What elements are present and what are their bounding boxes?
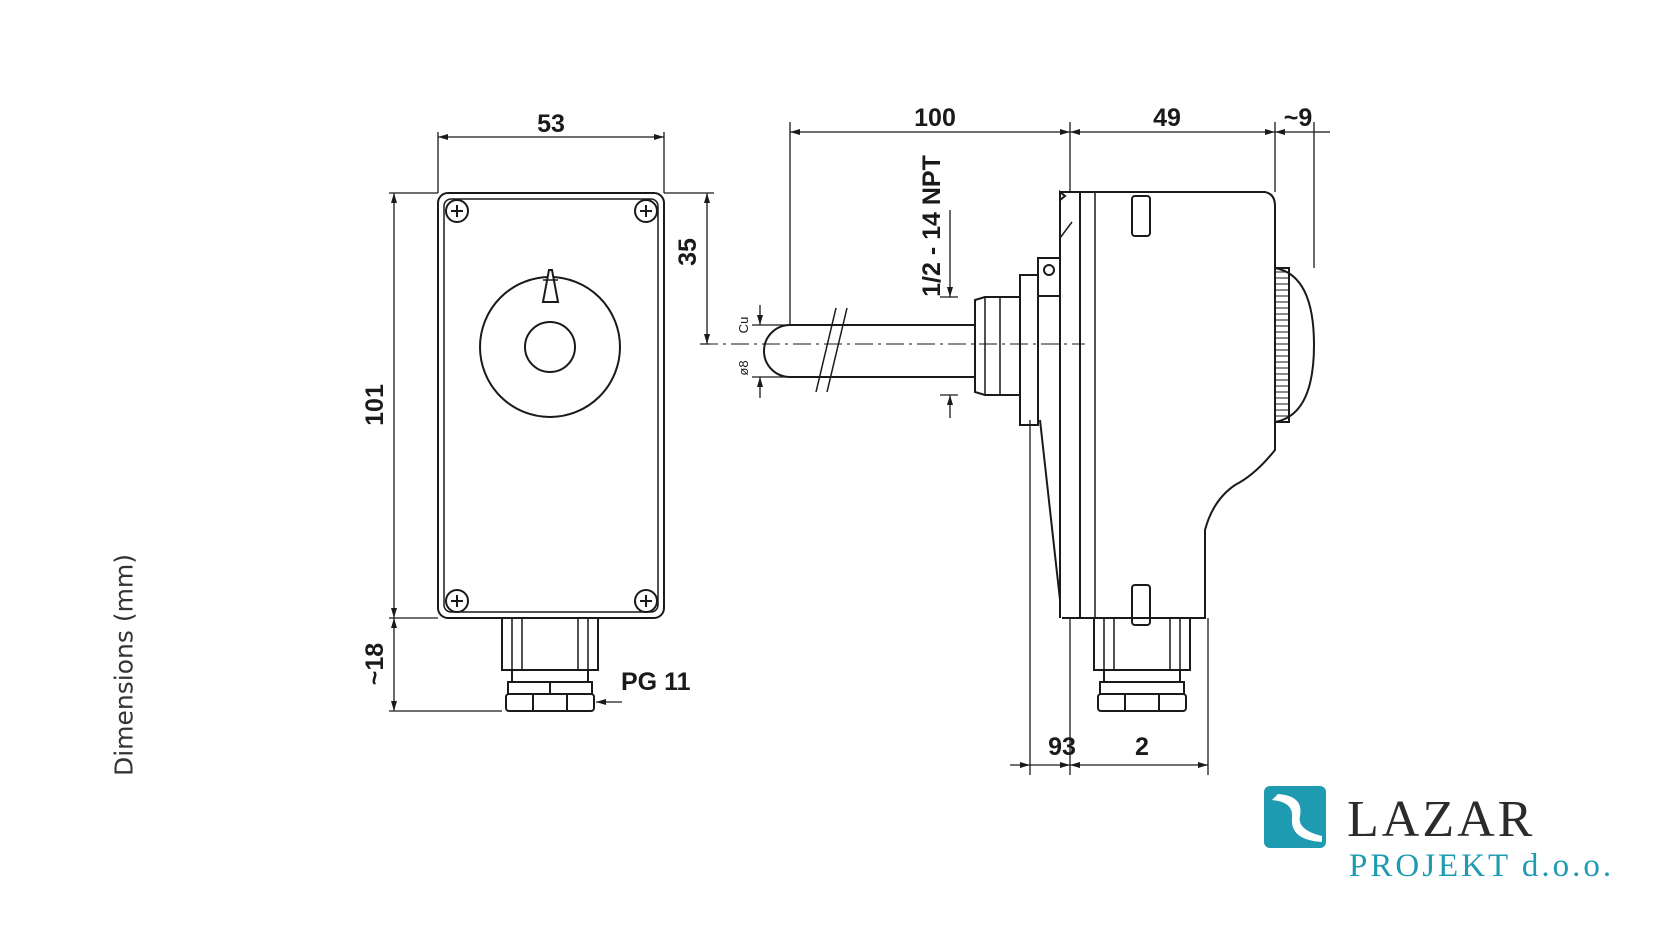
screw-icon xyxy=(634,589,658,613)
front-housing xyxy=(437,192,665,619)
dim-bottom-left: 93 xyxy=(1048,733,1076,761)
label-thread: 1/2 - 14 NPT xyxy=(918,155,946,297)
dimensions-caption: Dimensions (mm) xyxy=(109,553,139,777)
side-cable-gland xyxy=(1093,617,1191,712)
mounting-flange xyxy=(1039,189,1081,619)
label-tube-diameter: ø8 xyxy=(736,360,751,375)
dim-knob-offset: 35 xyxy=(674,238,702,266)
dim-front-width: 53 xyxy=(537,110,565,138)
dim-probe-length: 100 xyxy=(914,104,956,132)
dim-body-depth: 49 xyxy=(1153,104,1181,132)
logo-subtitle: PROJEKT d.o.o. xyxy=(1349,848,1615,884)
logo-name: LAZAR xyxy=(1347,791,1536,848)
screw-icon xyxy=(634,199,658,223)
side-body xyxy=(1079,191,1276,626)
cable-gland xyxy=(501,617,599,712)
front-view xyxy=(437,192,665,712)
wave-logo-icon xyxy=(1264,786,1326,848)
probe-tube xyxy=(763,307,975,393)
label-gland-thread: PG 11 xyxy=(621,668,691,696)
knob-pointer xyxy=(541,269,560,303)
side-view xyxy=(700,189,1316,712)
label-tube-material: Cu xyxy=(736,317,751,334)
dim-gland-length: ~18 xyxy=(361,643,389,686)
screw-icon xyxy=(445,589,469,613)
company-logo: LAZAR PROJEKT d.o.o. xyxy=(1264,786,1624,896)
dim-bottom-right: 2 xyxy=(1135,733,1149,761)
knob-side xyxy=(1274,267,1316,423)
dim-knob-depth: ~9 xyxy=(1284,104,1313,132)
dim-front-height: 101 xyxy=(361,384,389,426)
screw-icon xyxy=(445,199,469,223)
thread-fitting xyxy=(974,257,1061,426)
